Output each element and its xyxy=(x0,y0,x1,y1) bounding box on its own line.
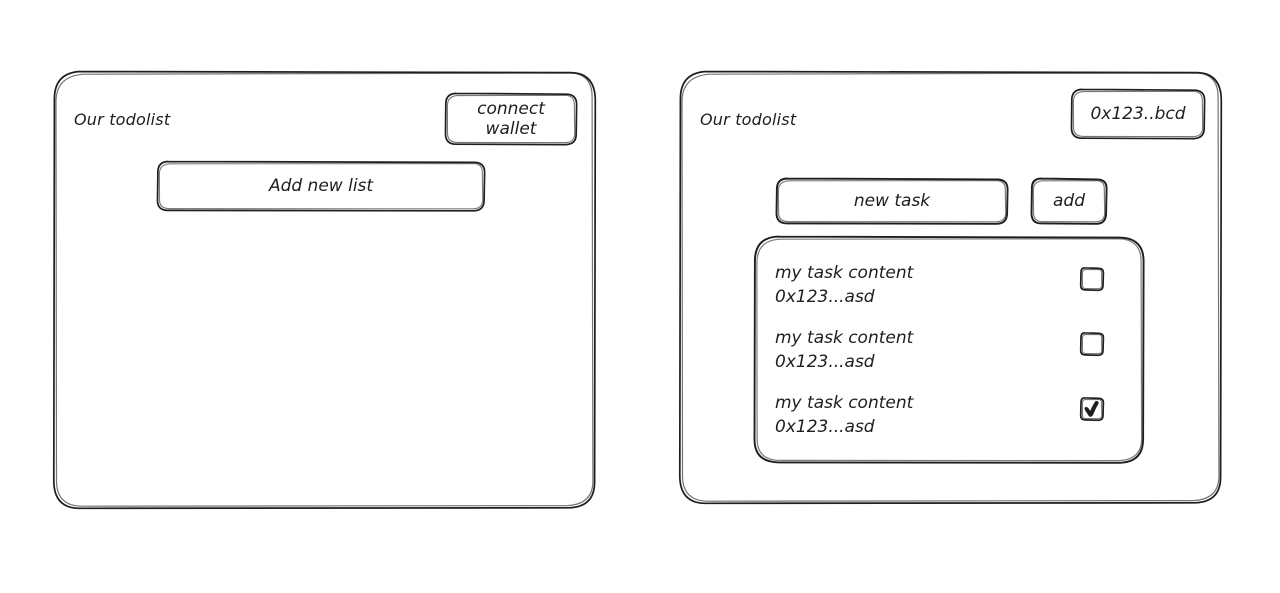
connect-wallet-button[interactable]: connect wallet xyxy=(444,92,578,146)
add-task-label: add xyxy=(1053,190,1085,211)
task-content: my task content xyxy=(775,328,914,348)
task-checkbox-unchecked-icon[interactable] xyxy=(1079,266,1105,292)
new-task-input[interactable]: new task xyxy=(775,177,1009,225)
task-owner-address: 0x123...asd xyxy=(775,352,875,373)
page-title: Our todolist xyxy=(700,110,797,129)
connect-wallet-label-line1: connect xyxy=(477,98,545,119)
wallet-address-label: 0x123..bcd xyxy=(1090,103,1186,124)
task-list: my task content 0x123...asd my task cont… xyxy=(753,235,1145,465)
task-list-item[interactable]: my task content 0x123...asd xyxy=(775,326,1105,374)
task-content: my task content xyxy=(775,393,914,413)
task-owner-address: 0x123...asd xyxy=(775,417,875,438)
todolist-connected-panel: Our todolist 0x123..bcd new task xyxy=(678,70,1223,505)
todolist-disconnected-panel: Our todolist connect wallet Add new list xyxy=(52,70,597,510)
task-list-item[interactable]: my task content 0x123...asd xyxy=(775,391,1105,439)
connect-wallet-label-line2: wallet xyxy=(485,119,537,139)
task-checkbox-checked-icon[interactable] xyxy=(1079,396,1105,422)
add-new-list-button[interactable]: Add new list xyxy=(156,160,486,212)
task-owner-address: 0x123...asd xyxy=(775,287,875,308)
task-list-item[interactable]: my task content 0x123...asd xyxy=(775,261,1105,309)
task-checkbox-unchecked-icon[interactable] xyxy=(1079,331,1105,357)
page-title: Our todolist xyxy=(74,110,171,129)
new-task-input-value: new task xyxy=(853,190,931,211)
add-new-list-label: Add new list xyxy=(268,175,374,196)
task-content: my task content xyxy=(775,263,914,283)
add-task-button[interactable]: add xyxy=(1030,177,1108,225)
wallet-address-button[interactable]: 0x123..bcd xyxy=(1070,88,1206,140)
